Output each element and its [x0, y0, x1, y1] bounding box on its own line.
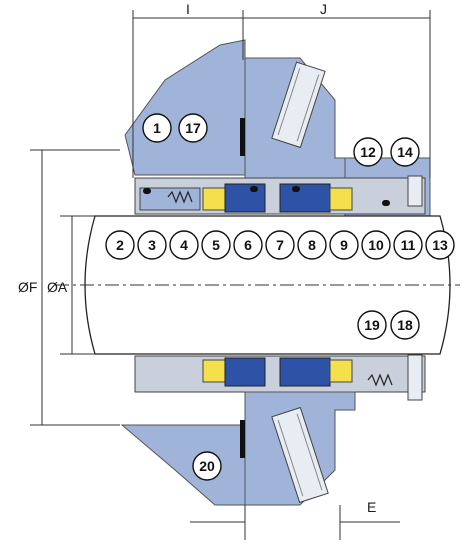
- callout-1: 1: [142, 113, 172, 143]
- gasket-bottom: [240, 420, 245, 458]
- oring-12-top: [382, 200, 390, 206]
- callout-circle: [393, 230, 423, 260]
- callout-circle: [142, 113, 172, 143]
- callout-number: 10: [368, 237, 384, 253]
- callout-2: 2: [105, 230, 135, 260]
- oring-1-top: [143, 188, 151, 194]
- callout-circle: [178, 113, 208, 143]
- callout-circle: [233, 230, 263, 260]
- callout-number: 3: [148, 237, 156, 253]
- callout-number: 1: [153, 120, 161, 136]
- callout-13: 13: [425, 230, 455, 260]
- yellow-ring-right-bottom: [329, 359, 353, 383]
- callout-circle: [390, 310, 420, 340]
- callout-number: 12: [360, 144, 376, 160]
- callout-number: 9: [340, 237, 348, 253]
- callout-number: 6: [244, 237, 252, 253]
- callout-5: 5: [201, 230, 231, 260]
- callout-circle: [201, 230, 231, 260]
- spring-top: [167, 190, 193, 204]
- callout-circle: [329, 230, 359, 260]
- callout-14: 14: [390, 137, 420, 167]
- callout-number: 8: [308, 237, 316, 253]
- callout-circle: [105, 230, 135, 260]
- oring-8-top: [292, 186, 300, 192]
- yellow-ring-right-top: [329, 187, 353, 211]
- callout-8: 8: [297, 230, 327, 260]
- callout-number: 5: [212, 237, 220, 253]
- dim-I-label: I: [186, 1, 190, 17]
- callouts-group: 1 17 12 14 2 3 4 5 6 7 8 9 10 11 13 19 18 20: [105, 113, 455, 481]
- callout-circle: [425, 230, 455, 260]
- rotating-face-top: [224, 183, 266, 213]
- callout-circle: [297, 230, 327, 260]
- yellow-ring-left-bottom: [202, 359, 226, 383]
- callout-3: 3: [137, 230, 167, 260]
- callout-number: 11: [401, 237, 416, 253]
- dim-F-label: ØF: [18, 279, 37, 295]
- housing-left-top: [124, 39, 246, 176]
- callout-12: 12: [353, 137, 383, 167]
- gland-bolt-bottom: [271, 406, 329, 504]
- stationary-face-bottom: [279, 357, 331, 387]
- housing-left-bottom: [120, 424, 246, 506]
- callout-20: 20: [192, 451, 222, 481]
- gasket-top: [240, 118, 245, 156]
- callout-circle: [390, 137, 420, 167]
- callout-circle: [169, 230, 199, 260]
- callout-circle: [192, 451, 222, 481]
- callout-4: 4: [169, 230, 199, 260]
- callout-19: 19: [357, 310, 387, 340]
- screw-18-bottom: [407, 354, 423, 401]
- callout-number: 7: [276, 237, 284, 253]
- oring-7-top: [250, 186, 258, 192]
- callout-9: 9: [329, 230, 359, 260]
- callout-circle: [265, 230, 295, 260]
- callout-number: 18: [397, 317, 413, 333]
- screw-14-top: [407, 175, 423, 207]
- callout-number: 17: [185, 120, 201, 136]
- callout-number: 4: [180, 237, 188, 253]
- callout-number: 19: [364, 317, 380, 333]
- callout-17: 17: [178, 113, 208, 143]
- dim-E-label: E: [367, 499, 376, 515]
- dim-A-label: ØA: [47, 279, 68, 295]
- yellow-ring-left-top: [202, 187, 226, 211]
- callout-number: 14: [397, 144, 413, 160]
- callout-10: 10: [361, 230, 391, 260]
- callout-6: 6: [233, 230, 263, 260]
- callout-circle: [137, 230, 167, 260]
- callout-11: 11: [393, 230, 423, 260]
- callout-18: 18: [390, 310, 420, 340]
- callout-7: 7: [265, 230, 295, 260]
- stationary-face-top: [279, 183, 331, 213]
- callout-circle: [361, 230, 391, 260]
- callout-number: 13: [432, 237, 448, 253]
- callout-circle: [357, 310, 387, 340]
- rotating-face-bottom: [224, 357, 266, 387]
- callout-number: 20: [199, 458, 215, 474]
- gland-bolt-top: [271, 61, 326, 149]
- dim-J-label: J: [320, 1, 327, 17]
- callout-circle: [353, 137, 383, 167]
- spring-bottom: [367, 373, 393, 387]
- callout-number: 2: [116, 237, 124, 253]
- spring-holder-top: [139, 187, 201, 211]
